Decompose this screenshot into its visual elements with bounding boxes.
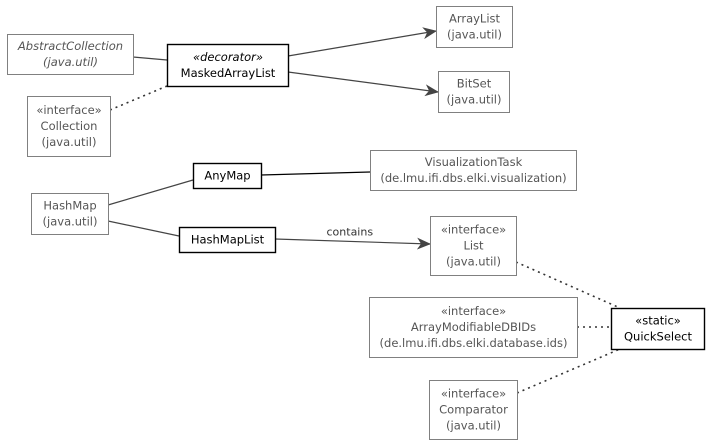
class-box [430, 216, 517, 276]
class-label-line: (java.util) [43, 55, 98, 69]
class-label-line: Comparator [439, 403, 508, 417]
class-label-line: (java.util) [42, 135, 97, 149]
class-node-abstractcollection: AbstractCollection (java.util) [7, 34, 134, 75]
class-box [166, 43, 290, 88]
class-label-line: (java.util) [446, 255, 501, 269]
class-label-line: «decorator» [193, 50, 263, 64]
edge-anymap-to-visualizationtask [260, 171, 371, 176]
edge-collection-to-maskedarraylist [109, 85, 168, 111]
class-label-line: BitSet [457, 77, 492, 91]
edge-comparator-to-quickselect [516, 348, 621, 394]
class-box [370, 150, 577, 191]
class-box [7, 34, 134, 75]
class-label-line: (java.util) [447, 93, 502, 107]
class-node-comparator: «interface» Comparator (java.util) [429, 380, 518, 440]
class-label-line: ArrayList [449, 12, 501, 26]
class-box [369, 297, 578, 358]
class-label-line: QuickSelect [624, 330, 692, 344]
edge-maskedarraylist-to-bitset [287, 71, 439, 97]
edge-list-to-quickselect [515, 261, 621, 309]
class-label-line: ArrayModifiableDBIDs [411, 320, 536, 334]
class-label-line: «interface» [441, 223, 506, 237]
class-box [438, 71, 510, 113]
class-label-line: HashMapList [191, 233, 265, 247]
class-box [429, 380, 518, 440]
class-label-line: AnyMap [204, 169, 250, 183]
class-node-hashmaplist: HashMapList [178, 226, 277, 254]
class-label-line: (de.lmu.ifi.dbs.elki.database.ids) [380, 336, 568, 350]
class-node-quickselect: «static» QuickSelect [610, 307, 706, 351]
edges-layer: contains [107, 27, 621, 394]
class-label-line: «interface» [441, 387, 506, 401]
class-box [31, 193, 109, 235]
class-node-visualizationtask: VisualizationTask (de.lmu.ifi.dbs.elki.vi… [370, 150, 577, 191]
edge-hashmaplist-to-list [274, 237, 431, 250]
class-label-line: (de.lmu.ifi.dbs.elki.visualization) [380, 171, 566, 185]
class-box [192, 162, 263, 190]
class-node-collection: «interface» Collection (java.util) [27, 96, 111, 157]
class-label-line: HashMap [43, 199, 96, 213]
class-label-line: (java.util) [43, 215, 98, 229]
class-label-line: «interface» [36, 103, 101, 117]
class-node-anymap: AnyMap [192, 162, 263, 190]
edge-hashmap-to-anymap [107, 179, 194, 206]
edge-label-contains: contains [327, 226, 374, 239]
class-label-line: (java.util) [446, 419, 501, 433]
class-node-arraylist: ArrayList (java.util) [436, 6, 513, 48]
class-label-line: MaskedArrayList [181, 66, 276, 80]
class-label-line: VisualizationTask [425, 155, 523, 169]
class-node-bitset: BitSet (java.util) [438, 71, 510, 113]
class-label-line: Collection [41, 119, 98, 133]
class-box [610, 307, 706, 351]
edge-maskedarraylist-to-arraylist [287, 27, 437, 57]
class-label-line: (java.util) [447, 28, 502, 42]
nodes-layer: AbstractCollection (java.util) «decorator»… [7, 6, 706, 440]
class-box [436, 6, 513, 48]
edge-abstractcollection-to-maskedarraylist [132, 56, 168, 61]
class-label-line: AbstractCollection [17, 39, 123, 53]
class-box [178, 226, 277, 254]
class-box [27, 96, 111, 157]
class-node-list: «interface» List (java.util) [430, 216, 517, 276]
class-node-hashmap: HashMap (java.util) [31, 193, 109, 235]
edge-hashmap-to-hashmaplist [107, 220, 180, 237]
class-label-line: «static» [635, 314, 681, 328]
class-node-maskedarraylist: «decorator» MaskedArrayList [166, 43, 290, 88]
class-node-arraymodifiabledbids: «interface» ArrayModifiableDBIDs (de.lmu.i… [369, 297, 578, 358]
class-label-line: List [463, 239, 484, 253]
class-label-line: «interface» [441, 304, 506, 318]
